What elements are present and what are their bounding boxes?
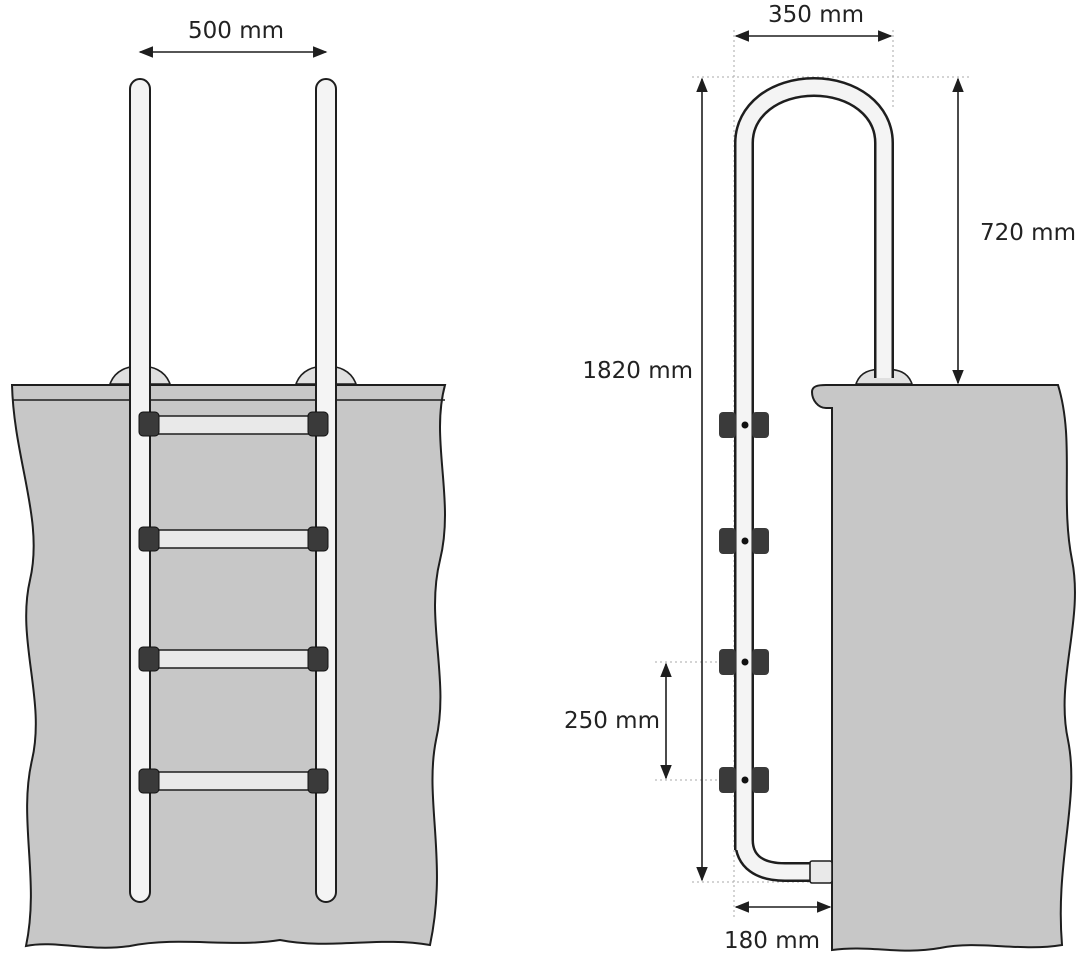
front-tread-3: [144, 649, 321, 669]
front-clamp: [307, 411, 329, 437]
side-step-2: [719, 528, 769, 554]
front-clamp: [138, 411, 160, 437]
side-step-clamps: [719, 412, 769, 793]
front-clamp: [138, 526, 160, 552]
side-pool-wall: [810, 384, 1076, 952]
front-clamps: [138, 411, 329, 794]
front-left-rail: [129, 78, 151, 903]
front-tread-4: [144, 771, 321, 791]
side-rail-bottom-fill: [736, 839, 816, 880]
handrail-height-dimension-label: 720 mm: [980, 220, 1076, 246]
front-clamp: [307, 526, 329, 552]
side-wall-fitting: [809, 860, 833, 884]
front-view: 500 mm: [10, 18, 447, 949]
side-view: 350 mm 1820 mm 720 mm 250 mm 180 mm: [564, 2, 1076, 954]
front-clamp: [307, 646, 329, 672]
side-rail-fill: [736, 79, 892, 850]
step-spacing-dimension-label: 250 mm: [564, 708, 660, 734]
front-clamp: [307, 768, 329, 794]
front-clamp: [138, 646, 160, 672]
front-right-rail: [315, 78, 337, 903]
bottom-offset-dimension-label: 180 mm: [724, 928, 820, 954]
top-width-dimension-label: 350 mm: [768, 2, 864, 28]
width-dimension-label: 500 mm: [188, 18, 284, 44]
front-tread-2: [144, 529, 321, 549]
front-clamp: [138, 768, 160, 794]
side-step-3: [719, 649, 769, 675]
side-step-4: [719, 767, 769, 793]
front-tread-1: [144, 415, 321, 435]
side-step-1: [719, 412, 769, 438]
total-height-dimension-label: 1820 mm: [582, 358, 693, 384]
